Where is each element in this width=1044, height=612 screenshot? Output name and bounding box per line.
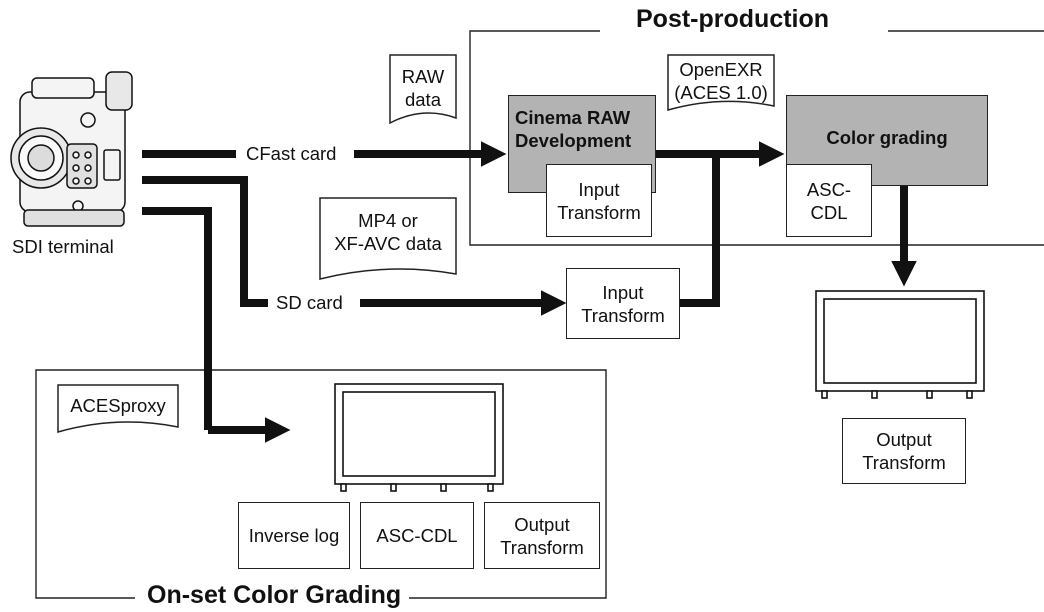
cinema-camera-icon bbox=[10, 71, 133, 227]
output-transform-onset-box: Output Transform bbox=[484, 502, 600, 569]
on-set-color-grading-title: On-set Color Grading bbox=[139, 580, 410, 610]
mp4-document bbox=[319, 197, 457, 280]
openexr-document bbox=[667, 54, 775, 111]
line-input-transform-to-merge bbox=[680, 154, 720, 307]
inverse-log-box: Inverse log bbox=[238, 502, 350, 569]
mp4-xf-avc-text: MP4 or XF-AVC data bbox=[334, 210, 442, 254]
asc-cdl-onset-box: ASC-CDL bbox=[360, 502, 474, 569]
sd-card-label: SD card bbox=[276, 292, 343, 313]
input-transform-sd-box: Input Transform bbox=[566, 268, 680, 339]
acesproxy-document bbox=[57, 384, 179, 433]
sdi-terminal-label: SDI terminal bbox=[12, 236, 114, 257]
openexr-text: OpenEXR (ACES 1.0) bbox=[674, 59, 768, 103]
connectors bbox=[142, 141, 917, 443]
input-transform-raw-box: Input Transform bbox=[546, 164, 652, 237]
post-production-title: Post-production bbox=[628, 4, 838, 34]
line-camera-to-sd-branch bbox=[142, 176, 268, 307]
on-set-monitor-icon bbox=[334, 383, 504, 492]
output-transform-post-box: Output Transform bbox=[842, 418, 966, 484]
post-monitor-icon bbox=[815, 290, 985, 399]
line-camera-to-sdi bbox=[142, 207, 212, 430]
acesproxy-text: ACESproxy bbox=[70, 395, 166, 416]
on-set-frame bbox=[35, 369, 607, 599]
raw-data-text: RAW data bbox=[401, 66, 445, 110]
asc-cdl-post-box: ASC- CDL bbox=[786, 164, 872, 237]
post-production-frame bbox=[469, 30, 1044, 246]
cfast-card-label: CFast card bbox=[246, 143, 337, 164]
raw-data-document bbox=[389, 54, 457, 125]
